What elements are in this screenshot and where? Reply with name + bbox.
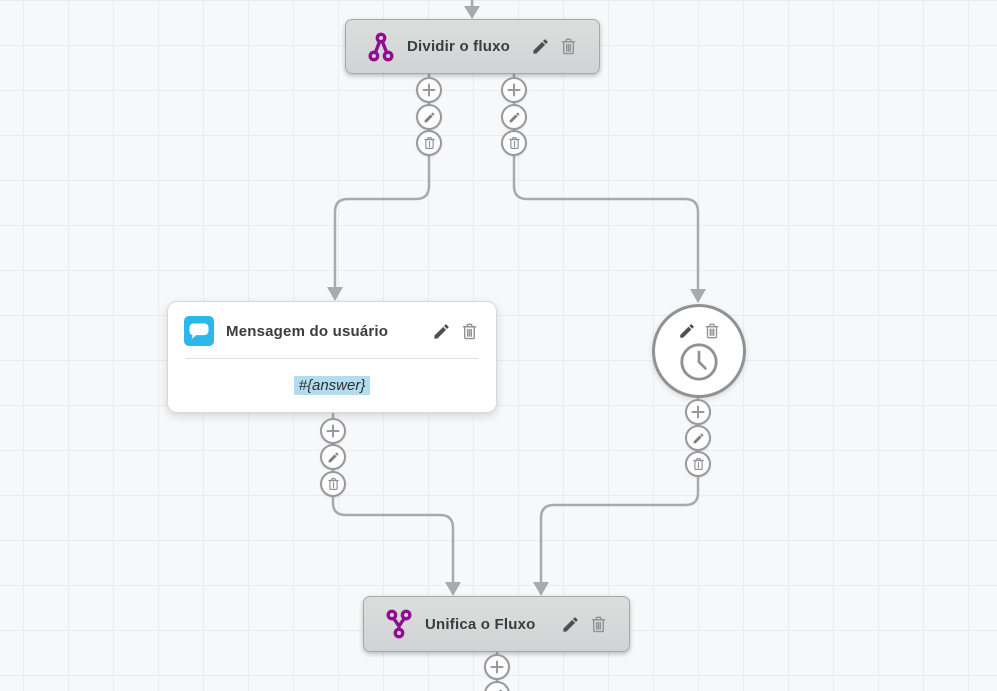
plus-icon bbox=[490, 660, 504, 674]
variable-chip: #{answer} bbox=[293, 376, 371, 395]
delete-node-button[interactable] bbox=[704, 322, 720, 340]
pencil-icon bbox=[434, 323, 449, 339]
pencil-icon bbox=[497, 689, 502, 691]
edit-node-button[interactable] bbox=[678, 322, 696, 340]
plus-icon bbox=[507, 83, 521, 97]
pencil-icon bbox=[533, 39, 548, 54]
trash-icon bbox=[327, 477, 339, 490]
trash-icon bbox=[462, 323, 477, 339]
port-add-button[interactable] bbox=[685, 399, 711, 425]
port-delete-button[interactable] bbox=[320, 471, 346, 497]
node-title: Mensagem do usuário bbox=[226, 322, 389, 340]
port-add-button[interactable] bbox=[501, 77, 527, 103]
plus-icon bbox=[422, 83, 436, 97]
trash-icon bbox=[508, 136, 520, 149]
connector-split-right bbox=[512, 74, 700, 289]
arrowhead bbox=[445, 582, 461, 596]
port-edit-button[interactable] bbox=[501, 104, 527, 130]
node-split-flow[interactable]: Dividir o fluxo bbox=[345, 19, 600, 74]
node-title: Dividir o fluxo bbox=[407, 38, 511, 55]
port-add-button[interactable] bbox=[320, 418, 346, 444]
pencil-icon bbox=[680, 323, 694, 338]
port-add-button[interactable] bbox=[416, 77, 442, 103]
pencil-icon bbox=[693, 433, 703, 443]
pencil-icon bbox=[563, 616, 578, 632]
node-timer[interactable] bbox=[652, 304, 746, 398]
port-delete-button[interactable] bbox=[416, 130, 442, 156]
connector-split-left bbox=[333, 74, 431, 287]
delete-node-button[interactable] bbox=[560, 37, 577, 56]
pencil-icon bbox=[328, 452, 338, 462]
connector-merge-left bbox=[331, 413, 455, 582]
arrowhead bbox=[690, 289, 706, 303]
edit-node-button[interactable] bbox=[561, 615, 580, 634]
port-edit-button[interactable] bbox=[484, 681, 510, 691]
arrowhead bbox=[327, 287, 343, 301]
port-delete-button[interactable] bbox=[685, 451, 711, 477]
connector-merge-right bbox=[539, 398, 700, 582]
port-add-button[interactable] bbox=[484, 654, 510, 680]
arrowhead bbox=[464, 6, 480, 19]
port-edit-button[interactable] bbox=[685, 425, 711, 451]
delete-node-button[interactable] bbox=[590, 615, 607, 634]
node-merge-flow[interactable]: Unifica o Fluxo bbox=[363, 596, 630, 652]
plus-icon bbox=[691, 405, 705, 419]
split-branch-icon bbox=[368, 32, 394, 62]
trash-icon bbox=[692, 457, 704, 470]
merge-branch-icon bbox=[386, 609, 412, 639]
node-title: Unifica o Fluxo bbox=[425, 615, 536, 633]
delete-node-button[interactable] bbox=[461, 322, 478, 341]
trash-icon bbox=[423, 136, 435, 149]
chat-bubble-icon bbox=[184, 316, 214, 346]
node-user-message[interactable]: Mensagem do usuário #{answer} bbox=[167, 301, 497, 413]
edit-node-button[interactable] bbox=[531, 37, 550, 56]
trash-icon bbox=[561, 38, 576, 55]
trash-icon bbox=[591, 616, 606, 632]
port-edit-button[interactable] bbox=[320, 444, 346, 470]
clock-icon bbox=[678, 341, 720, 383]
divider bbox=[186, 358, 478, 359]
plus-icon bbox=[326, 424, 340, 438]
edit-node-button[interactable] bbox=[432, 322, 451, 341]
port-delete-button[interactable] bbox=[501, 130, 527, 156]
trash-icon bbox=[705, 323, 719, 338]
port-edit-button[interactable] bbox=[416, 104, 442, 130]
arrowhead bbox=[533, 582, 549, 596]
pencil-icon bbox=[509, 112, 519, 122]
pencil-icon bbox=[424, 112, 434, 122]
